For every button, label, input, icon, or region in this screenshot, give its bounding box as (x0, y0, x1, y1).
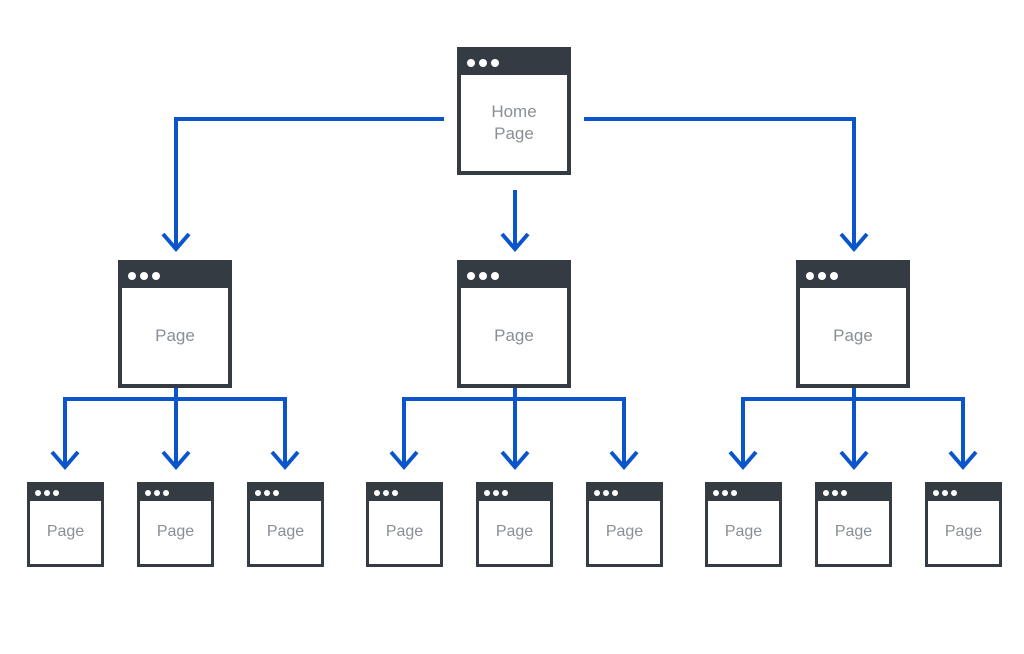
three-dots-icon (255, 490, 279, 496)
three-dots-icon (713, 490, 737, 496)
page-label: Page (155, 325, 195, 345)
arrowhead (389, 450, 419, 471)
three-dots-icon (594, 490, 618, 496)
window-title-bar (928, 485, 999, 501)
window-title-bar (250, 485, 321, 501)
page-node-level2: Page (476, 482, 553, 567)
arrowhead (500, 450, 530, 471)
page-label: Page (266, 523, 305, 541)
three-dots-icon (933, 490, 957, 496)
page-label: Page (156, 523, 195, 541)
page-node-level2: Page (366, 482, 443, 567)
page-label: Page (46, 523, 85, 541)
window-title-bar (122, 264, 228, 288)
page-label: Page (495, 523, 534, 541)
page-label: Page (605, 523, 644, 541)
connector-group-right (741, 388, 965, 466)
window-title-bar (369, 485, 440, 501)
connector-group-center (402, 388, 626, 466)
three-dots-icon (128, 272, 160, 280)
page-node-level1-left: Page (118, 260, 232, 388)
page-label: Page (834, 523, 873, 541)
three-dots-icon (374, 490, 398, 496)
window-title-bar (461, 51, 567, 75)
window-title-bar (140, 485, 211, 501)
window-title-bar (589, 485, 660, 501)
connector-group-left (63, 388, 287, 466)
page-node-level2: Page (586, 482, 663, 567)
three-dots-icon (484, 490, 508, 496)
arrowhead (839, 232, 869, 253)
three-dots-icon (145, 490, 169, 496)
page-node-level2: Page (137, 482, 214, 567)
arrowhead (609, 450, 639, 471)
page-label: Page (833, 325, 873, 345)
three-dots-icon (35, 490, 59, 496)
arrowhead (161, 450, 191, 471)
page-node-level2: Page (925, 482, 1002, 567)
page-label: Page (944, 523, 983, 541)
three-dots-icon (806, 272, 838, 280)
page-label: Page (494, 325, 534, 345)
window-title-bar (30, 485, 101, 501)
three-dots-icon (467, 59, 499, 67)
page-node-level2: Page (247, 482, 324, 567)
arrowhead (728, 450, 758, 471)
window-title-bar (461, 264, 567, 288)
arrowhead (50, 450, 80, 471)
connector-home-right (584, 117, 856, 248)
window-title-bar (708, 485, 779, 501)
arrowhead (500, 232, 530, 253)
page-node-level2: Page (705, 482, 782, 567)
three-dots-icon (467, 272, 499, 280)
window-title-bar (479, 485, 550, 501)
arrowhead (948, 450, 978, 471)
home-label-line-2: Page (494, 124, 534, 143)
connector-home-left (174, 117, 444, 248)
page-node-level2: Page (27, 482, 104, 567)
window-title-bar (818, 485, 889, 501)
page-label: Page (724, 523, 763, 541)
window-title-bar (800, 264, 906, 288)
page-node-level2: Page (815, 482, 892, 567)
page-node-level1-right: Page (796, 260, 910, 388)
arrowhead (839, 450, 869, 471)
page-label: Page (385, 523, 424, 541)
page-node-level1-center: Page (457, 260, 571, 388)
three-dots-icon (823, 490, 847, 496)
arrowhead (270, 450, 300, 471)
arrowhead (161, 232, 191, 253)
home-label-line-1: Home (491, 101, 537, 121)
